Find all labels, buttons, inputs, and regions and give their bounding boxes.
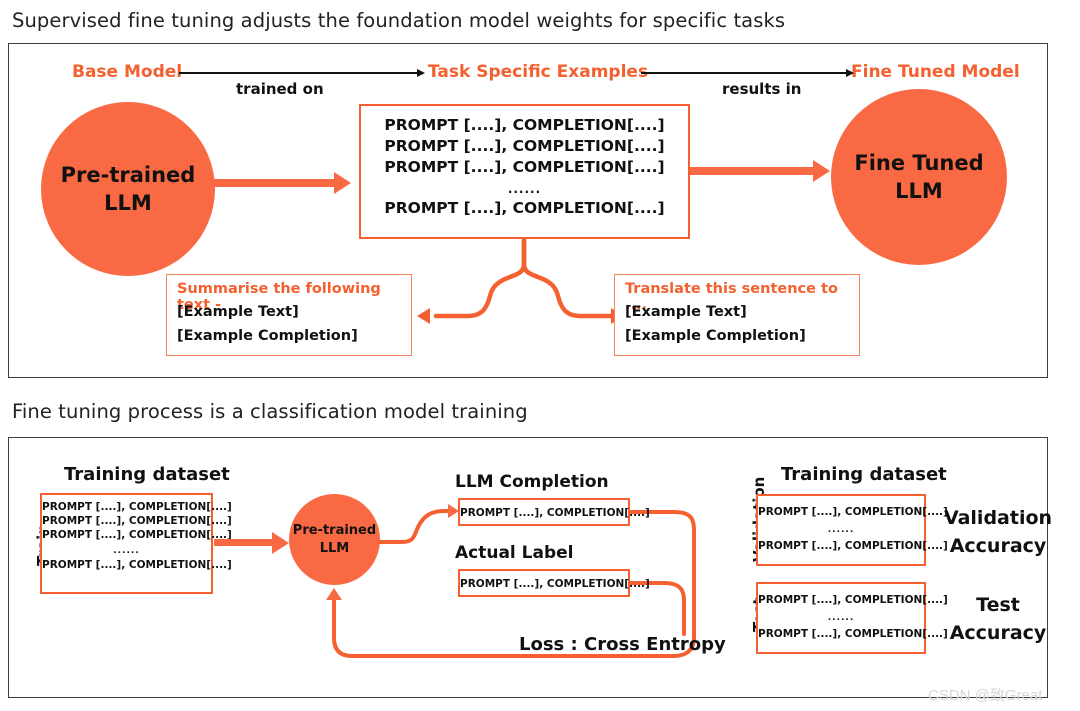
example-right-title: Translate this sentence to .... bbox=[625, 281, 838, 313]
train-row: PROMPT [....], COMPLETION[....] bbox=[42, 501, 232, 513]
arrow-dataset-to-finetuned-head bbox=[813, 160, 830, 182]
fine-tuned-llm-circle: Fine Tuned LLM bbox=[831, 89, 1007, 265]
label-task-specific-examples: Task Specific Examples bbox=[428, 62, 649, 82]
train-ellipsis: ...... bbox=[113, 546, 140, 556]
example-right-line1: [Example Text] bbox=[625, 304, 747, 320]
arrow-results-in-head bbox=[846, 68, 854, 77]
train-row-last: PROMPT [....], COMPLETION[....] bbox=[42, 559, 232, 571]
example-box-translate: Translate this sentence to .... [Example… bbox=[614, 274, 860, 356]
fine-tuned-llm-line2: LLM bbox=[895, 179, 943, 203]
validation-ellipsis: ...... bbox=[827, 525, 855, 535]
caption-trained-on: trained on bbox=[236, 80, 324, 98]
pre-trained-llm-circle: Pre-trained LLM bbox=[41, 102, 215, 276]
label-base-model: Base Model bbox=[72, 62, 183, 82]
test-ellipsis: ...... bbox=[827, 613, 855, 623]
arrow-train-to-llm-head bbox=[272, 532, 289, 554]
bottom-pre-trained-llm-circle: Pre-trained LLM bbox=[289, 494, 380, 585]
train-row: PROMPT [....], COMPLETION[....] bbox=[42, 529, 232, 541]
validation-accuracy-line1: Validation bbox=[943, 507, 1053, 529]
caption-llm-completion: LLM Completion bbox=[455, 472, 609, 492]
dataset-row-last: PROMPT [....], COMPLETION[....] bbox=[384, 199, 665, 217]
example-box-summarise: Summarise the following text - [Example … bbox=[166, 274, 412, 356]
test-accuracy-label: Test Accuracy bbox=[938, 592, 1058, 647]
train-row: PROMPT [....], COMPLETION[....] bbox=[42, 515, 232, 527]
arrow-results-in-line bbox=[641, 72, 849, 74]
llm-completion-box: PROMPT [....], COMPLETION[....] bbox=[458, 498, 650, 526]
page-title-bottom: Fine tuning process is a classification … bbox=[12, 400, 528, 423]
label-loss-cross-entropy: Loss : Cross Entropy bbox=[519, 634, 726, 655]
test-row-last: PROMPT [....], COMPLETION[....] bbox=[758, 628, 948, 640]
arrow-dataset-to-finetuned-line bbox=[690, 167, 817, 175]
task-examples-box: PROMPT [....], COMPLETION[....] PROMPT [… bbox=[359, 104, 690, 239]
fork-arrow-left-head bbox=[417, 308, 430, 324]
dataset-row: PROMPT [....], COMPLETION[....] bbox=[384, 137, 665, 155]
dataset-row: PROMPT [....], COMPLETION[....] bbox=[384, 116, 665, 134]
llm-completion-row: PROMPT [....], COMPLETION[....] bbox=[460, 507, 650, 519]
validation-accuracy-line2: Accuracy bbox=[949, 534, 1047, 557]
train-dataset-box: PROMPT [....], COMPLETION[....] PROMPT [… bbox=[40, 493, 232, 594]
pre-trained-llm-line1: Pre-trained bbox=[60, 162, 196, 187]
fine-tuned-llm-line1: Fine Tuned bbox=[854, 150, 984, 175]
caption-results-in: results in bbox=[722, 80, 802, 98]
arrow-base-to-dataset-head bbox=[334, 172, 351, 194]
validation-dataset-box: PROMPT [....], COMPLETION[....] ...... P… bbox=[756, 494, 948, 566]
dataset-ellipsis: ...... bbox=[507, 182, 542, 196]
actual-label-box: PROMPT [....], COMPLETION[....] bbox=[458, 569, 650, 597]
arrow-base-to-dataset-line bbox=[212, 179, 338, 187]
test-dataset-box: PROMPT [....], COMPLETION[....] ...... P… bbox=[756, 582, 948, 654]
label-fine-tuned-model: Fine Tuned Model bbox=[851, 62, 1020, 82]
test-accuracy-line2: Accuracy bbox=[949, 621, 1047, 644]
validation-accuracy-label: Validation Accuracy bbox=[938, 505, 1058, 560]
arrow-trained-on-head bbox=[417, 68, 425, 77]
arrow-loss-feedback-head bbox=[326, 588, 342, 600]
arrow-train-to-llm-line bbox=[214, 539, 276, 546]
dataset-row: PROMPT [....], COMPLETION[....] bbox=[384, 158, 665, 176]
test-row-first: PROMPT [....], COMPLETION[....] bbox=[758, 594, 948, 606]
caption-actual-label: Actual Label bbox=[455, 543, 574, 563]
pre-trained-llm-line2: LLM bbox=[104, 191, 152, 215]
caption-training-dataset-right: Training dataset bbox=[781, 464, 947, 485]
example-left-title: Summarise the following text - bbox=[177, 281, 381, 313]
test-accuracy-line1: Test bbox=[976, 594, 1020, 616]
example-right-line2: [Example Completion] bbox=[625, 328, 806, 344]
bottom-llm-line2: LLM bbox=[319, 540, 350, 556]
arrow-llm-to-completion-head bbox=[448, 504, 459, 518]
bottom-llm-line1: Pre-trained bbox=[292, 522, 377, 538]
arrow-trained-on-line bbox=[179, 72, 419, 74]
example-left-line2: [Example Completion] bbox=[177, 328, 358, 344]
page-title-top: Supervised fine tuning adjusts the found… bbox=[12, 9, 786, 32]
caption-training-dataset-left: Training dataset bbox=[64, 464, 230, 485]
validation-row-last: PROMPT [....], COMPLETION[....] bbox=[758, 540, 948, 552]
example-left-line1: [Example Text] bbox=[177, 304, 299, 320]
watermark: CSDN @致Great bbox=[928, 687, 1043, 704]
actual-label-row: PROMPT [....], COMPLETION[....] bbox=[460, 578, 650, 590]
validation-row-first: PROMPT [....], COMPLETION[....] bbox=[758, 506, 948, 518]
